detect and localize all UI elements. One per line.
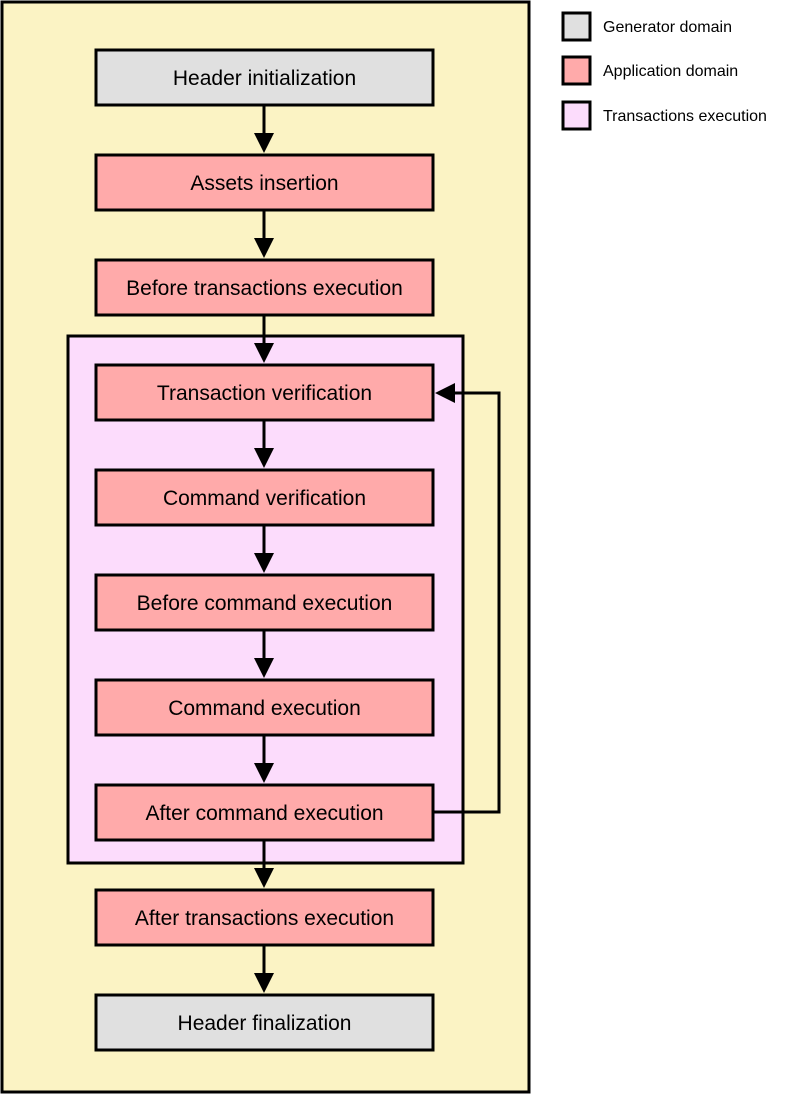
arrowhead [254, 238, 274, 258]
step-label: Before command execution [137, 592, 393, 615]
step-label: Assets insertion [190, 172, 338, 195]
step-label: Before transactions execution [126, 277, 403, 300]
legend-swatch [561, 11, 592, 42]
step-label: Transaction verification [157, 382, 372, 405]
step-label: Header initialization [173, 67, 356, 90]
loop-back-arrow [434, 391, 501, 814]
legend-label: Generator domain [603, 19, 732, 36]
legend: Generator domain Application domain Tran… [561, 11, 767, 131]
arrowhead [254, 343, 274, 363]
arrowhead [254, 868, 274, 888]
legend-label: Transactions execution [603, 108, 767, 125]
loop-arrowhead [435, 383, 455, 403]
step-before-transactions-execution: Before transactions execution [94, 258, 435, 317]
arrowhead [254, 448, 274, 468]
step-label: Command verification [163, 487, 366, 510]
step-transaction-verification: Transaction verification [94, 363, 435, 422]
arrowhead [254, 973, 274, 993]
step-assets-insertion: Assets insertion [94, 153, 435, 212]
step-after-command-execution: After command execution [94, 783, 435, 842]
step-header-initialization: Header initialization [94, 48, 435, 107]
step-command-verification: Command verification [94, 468, 435, 527]
arrowhead [254, 133, 274, 153]
step-label: Header finalization [178, 1012, 352, 1035]
arrowhead [254, 763, 274, 783]
step-label: After transactions execution [135, 907, 394, 930]
legend-item-generator-domain: Generator domain [561, 11, 732, 42]
legend-item-transactions-execution: Transactions execution [561, 100, 767, 131]
legend-swatch [561, 100, 592, 131]
step-header-finalization: Header finalization [94, 993, 435, 1052]
arrowhead [254, 553, 274, 573]
step-after-transactions-execution: After transactions execution [94, 888, 435, 947]
legend-item-application-domain: Application domain [561, 55, 738, 86]
step-label: Command execution [168, 697, 361, 720]
legend-swatch [561, 55, 592, 86]
step-label: After command execution [145, 802, 383, 825]
step-before-command-execution: Before command execution [94, 573, 435, 632]
flow-arrows [262, 106, 501, 978]
legend-label: Application domain [603, 63, 738, 80]
step-command-execution: Command execution [94, 678, 435, 737]
arrowheads [254, 133, 455, 993]
arrowhead [254, 658, 274, 678]
